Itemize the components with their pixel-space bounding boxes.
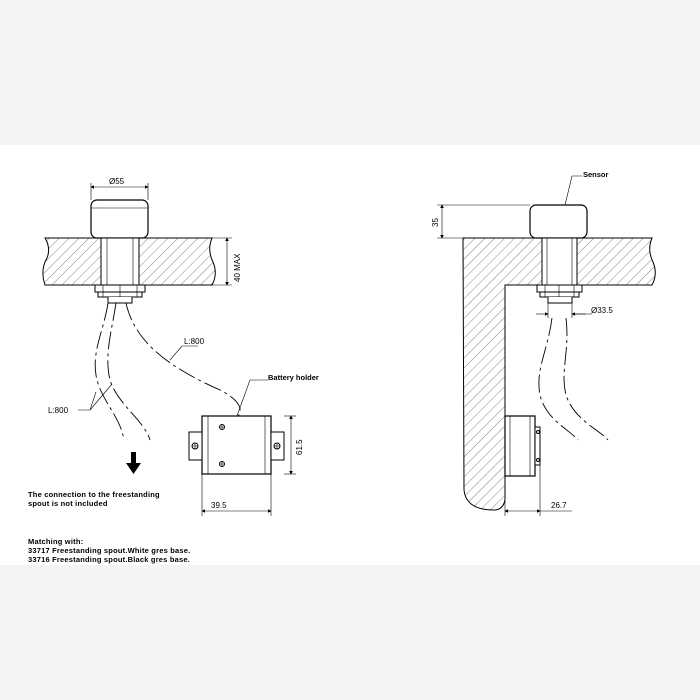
down-arrow-icon (126, 452, 141, 474)
cable-length-label-main: L:800 (184, 337, 205, 346)
matching-item-2: 33716 Freestanding spout.Black gres base… (28, 555, 190, 564)
matching-item-1: 33717 Freestanding spout.White gres base… (28, 546, 190, 555)
sensor-label: Sensor (583, 170, 609, 179)
front-diameter-label: Ø55 (109, 177, 125, 186)
side-depth-label: 26.7 (551, 501, 567, 510)
battery-width-label: 39.5 (211, 501, 227, 510)
matching-title: Matching with: (28, 537, 83, 546)
cable-length-label-side: L:800 (48, 406, 69, 415)
sensor-cap (90, 199, 149, 239)
battery-holder-side (504, 415, 536, 477)
front-height-label: 40 MAX (233, 253, 242, 282)
connection-note-line1: The connection to the freestanding (28, 490, 160, 499)
battery-holder (201, 415, 272, 475)
battery-holder-label: Battery holder (268, 373, 319, 382)
side-diameter-label: Ø33.5 (591, 306, 613, 315)
countertop-left (42, 237, 102, 286)
battery-height-label: 61.5 (295, 439, 304, 455)
side-view (437, 175, 656, 516)
countertop-right (138, 237, 216, 286)
connection-note-line2: spout is not included (28, 499, 108, 508)
side-height-label: 35 (431, 218, 440, 227)
sensor-cap-side (529, 204, 588, 239)
front-view (42, 183, 296, 516)
